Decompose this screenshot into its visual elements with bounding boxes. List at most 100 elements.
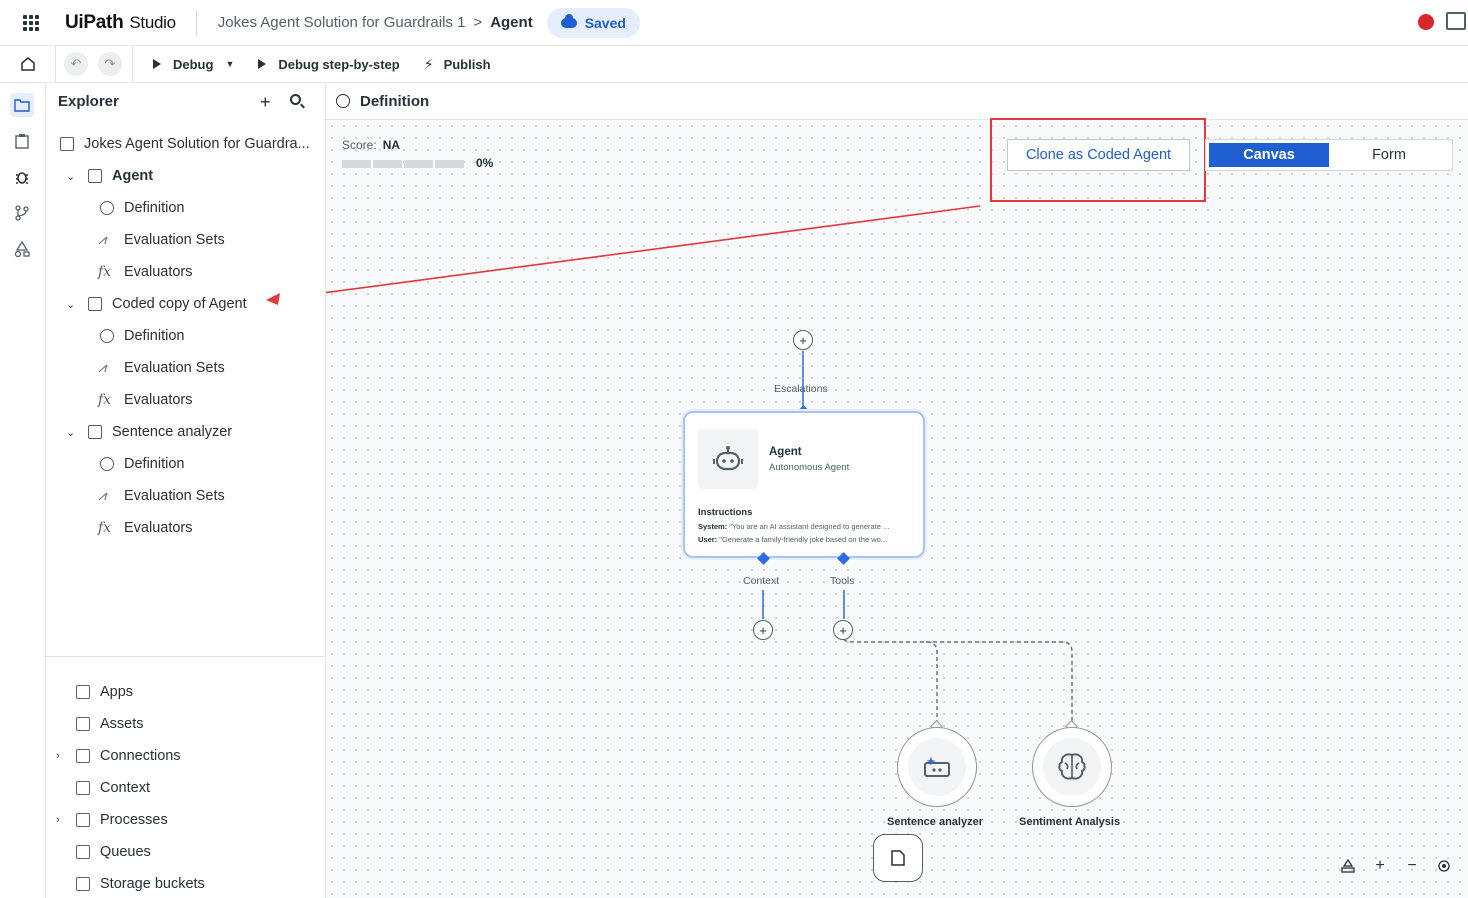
tree-item-solution-root[interactable]: Jokes Agent Solution for Guardra...: [46, 128, 324, 160]
resource-label: Assets: [100, 716, 144, 732]
tree-label: Evaluators: [124, 520, 193, 536]
score-display: Score: NA: [342, 138, 400, 152]
tree-item-evaluation-sets[interactable]: ⩘ Evaluation Sets: [46, 480, 324, 512]
header-divider: [195, 9, 197, 36]
agent-type: Autonomous Agent: [769, 462, 850, 473]
form-view-tab[interactable]: Form: [1372, 147, 1406, 163]
chevron-right-icon[interactable]: ›: [56, 814, 60, 826]
agent-canvas[interactable]: Score:NA 0% Clone as Coded Agent Canvas …: [266, 118, 1468, 898]
zoom-in-icon[interactable]: +: [1375, 857, 1385, 874]
cloud-icon: [560, 13, 577, 28]
resource-storage-buckets[interactable]: Storage buckets: [46, 868, 324, 898]
tree-label: Sentence analyzer: [112, 424, 233, 440]
robot-icon: [698, 429, 758, 489]
organize-layout-icon[interactable]: [1332, 856, 1364, 876]
clone-as-coded-agent-button[interactable]: Clone as Coded Agent: [1007, 139, 1190, 171]
debug-step-button[interactable]: Debug step-by-step: [258, 56, 400, 72]
breadcrumb-project[interactable]: Jokes Agent Solution for Guardrails 1: [217, 14, 466, 31]
function-icon: fx: [98, 392, 112, 408]
tree-item-sentence-analyzer[interactable]: ⌄ Sentence analyzer: [46, 416, 324, 448]
undo-button[interactable]: ↶: [64, 52, 88, 76]
redo-icon: ↷: [104, 56, 116, 71]
debug-bug-rail-icon[interactable]: [10, 165, 34, 189]
add-escalation-button[interactable]: +: [793, 330, 813, 350]
resource-connections[interactable]: › Connections: [46, 740, 324, 772]
chevron-right-icon[interactable]: ›: [56, 750, 60, 762]
explorer-divider: [46, 656, 325, 657]
resource-apps[interactable]: Apps: [46, 676, 324, 708]
shapes-rail-icon[interactable]: [10, 237, 34, 261]
score-label: Score:: [342, 138, 377, 152]
trend-icon: ⩘: [98, 232, 106, 248]
sentiment-analysis-tool-node[interactable]: [1032, 727, 1112, 807]
chevron-down-icon[interactable]: ⌄: [66, 426, 76, 439]
publish-button[interactable]: ⚡ Publish: [424, 56, 491, 73]
tree-item-definition[interactable]: Definition: [46, 320, 324, 352]
chevron-down-icon[interactable]: ⌄: [66, 298, 76, 311]
context-icon: [76, 781, 90, 795]
resource-context[interactable]: Context: [46, 772, 324, 804]
toolbar-divider: [132, 45, 133, 83]
feedback-icon[interactable]: [1446, 12, 1466, 30]
function-icon: fx: [98, 520, 112, 536]
tree-item-agent[interactable]: ⌄ Agent: [46, 160, 324, 192]
debug-button[interactable]: Debug ▼: [153, 57, 234, 72]
tree-item-evaluators[interactable]: fx Evaluators: [46, 512, 324, 544]
redo-button[interactable]: ↷: [98, 52, 122, 76]
breadcrumb-current: Agent: [490, 14, 533, 31]
source-control-rail-icon[interactable]: [10, 201, 34, 225]
search-icon[interactable]: [290, 94, 301, 105]
brain-icon: [1043, 738, 1101, 796]
home-button[interactable]: [0, 45, 56, 83]
chevron-down-icon[interactable]: ▼: [225, 59, 235, 69]
tools-label: Tools: [830, 575, 855, 587]
annotation-arrow-head-icon: [266, 293, 280, 305]
chevron-down-icon[interactable]: ⌄: [66, 170, 76, 183]
apps-grid-icon[interactable]: [23, 14, 39, 31]
tree-label: Evaluation Sets: [124, 488, 225, 504]
tree-item-coded-copy-of-agent[interactable]: ⌄ Coded copy of Agent: [46, 288, 324, 320]
tree-item-evaluators[interactable]: fx Evaluators: [46, 256, 324, 288]
undo-icon: ↶: [70, 56, 82, 71]
file-icon: [891, 850, 905, 866]
zoom-controls: + −: [1332, 856, 1460, 876]
recenter-icon[interactable]: [1428, 856, 1460, 876]
tree-item-evaluation-sets[interactable]: ⩘ Evaluation Sets: [46, 224, 324, 256]
resource-assets[interactable]: Assets: [46, 708, 324, 740]
explorer-rail-icon[interactable]: [10, 93, 34, 117]
tree-item-evaluation-sets[interactable]: ⩘ Evaluation Sets: [46, 352, 324, 384]
escalations-label: Escalations: [774, 383, 828, 395]
tree-item-evaluators[interactable]: fx Evaluators: [46, 384, 324, 416]
solution-icon: [60, 137, 74, 151]
resource-processes[interactable]: › Processes: [46, 804, 324, 836]
tree-label: Evaluation Sets: [124, 232, 225, 248]
agent-name: Agent: [769, 446, 802, 458]
tree-label: Definition: [124, 328, 185, 344]
notes-button[interactable]: [873, 834, 923, 882]
user-text: "Generate a family-friendly joke based o…: [719, 535, 888, 544]
agent-node-card[interactable]: Agent Autonomous Agent Instructions Syst…: [683, 411, 925, 558]
processes-icon: [76, 813, 90, 827]
system-prompt-preview: System: "You are an AI assistant designe…: [698, 522, 916, 531]
tree-item-definition[interactable]: Definition: [46, 192, 324, 224]
zoom-out-icon[interactable]: −: [1407, 857, 1417, 874]
agent-icon: [88, 169, 102, 183]
add-icon[interactable]: +: [260, 92, 271, 112]
canvas-view-tab[interactable]: Canvas: [1209, 143, 1329, 167]
clipboard-rail-icon[interactable]: [10, 129, 34, 153]
resource-queues[interactable]: Queues: [46, 836, 324, 868]
save-status-text: Saved: [584, 14, 626, 31]
add-context-button[interactable]: +: [753, 620, 773, 640]
publish-label: Publish: [443, 56, 491, 72]
definition-icon: [100, 457, 114, 471]
explorer-header: Explorer +: [46, 83, 325, 119]
context-label: Context: [743, 575, 780, 587]
tree-item-definition[interactable]: Definition: [46, 448, 324, 480]
debug-step-label: Debug step-by-step: [278, 56, 400, 72]
record-indicator-icon[interactable]: [1418, 14, 1434, 30]
sentence-analyzer-tool-node[interactable]: [897, 727, 977, 807]
publish-icon: ⚡: [423, 55, 434, 72]
add-tool-button[interactable]: +: [833, 620, 853, 640]
score-value: NA: [382, 138, 401, 152]
